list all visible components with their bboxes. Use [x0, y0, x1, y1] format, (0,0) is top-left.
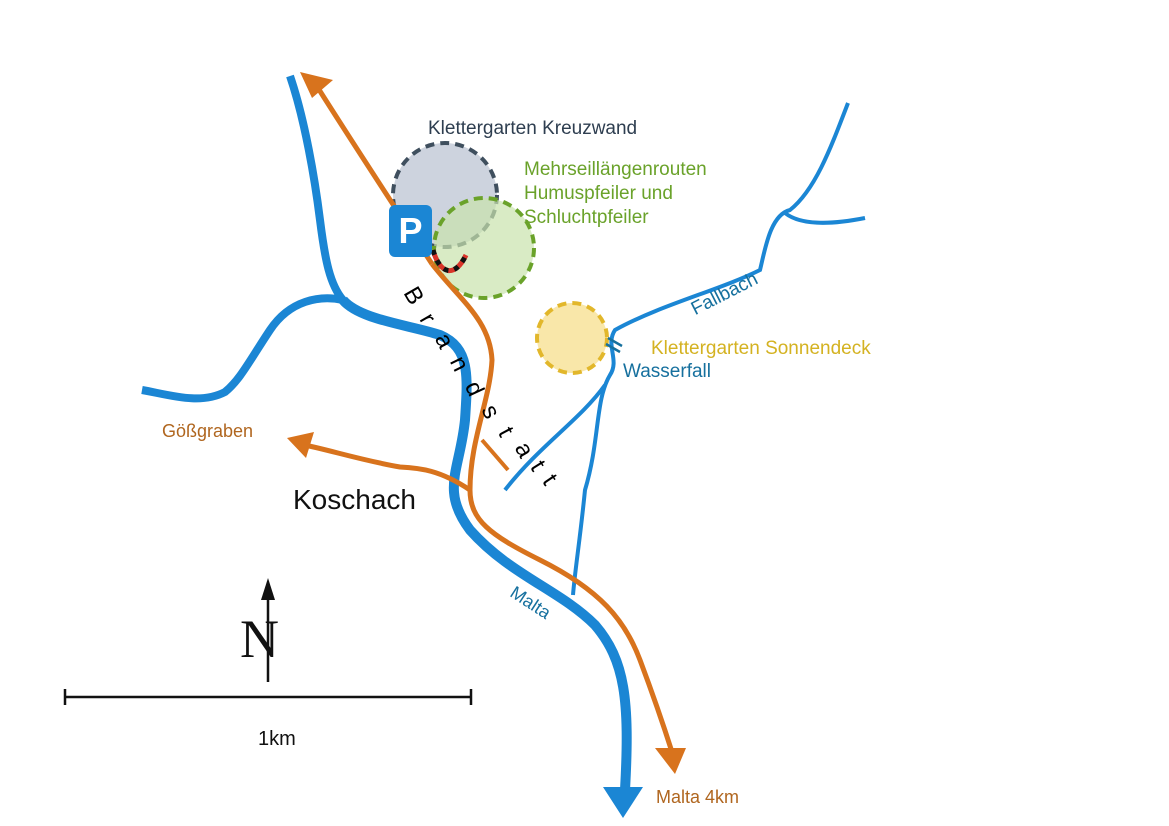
- mehrseil-label: Mehrseillängenrouten Humuspfeiler und Sc…: [524, 158, 707, 230]
- road-main: [430, 262, 675, 753]
- goessgraben-label: Gößgraben: [162, 421, 254, 441]
- mehrseil-label-line2: Humuspfeiler und: [524, 183, 673, 204]
- stream-fallbach-branch: [783, 211, 866, 225]
- kreuzwand-label: Klettergarten Kreuzwand: [428, 118, 638, 139]
- river-malta: [339, 296, 632, 791]
- mehrseil-label-line1: Mehrseillängenrouten: [524, 159, 707, 180]
- river-west-branch: [141, 74, 354, 403]
- scale-label: 1km: [258, 728, 296, 750]
- stream-side: [503, 383, 607, 492]
- village-label: Koschach: [293, 484, 416, 515]
- stream-fallbach: [571, 102, 850, 596]
- access-path-dash: [430, 249, 469, 274]
- river-malta-arrowhead: [603, 787, 643, 818]
- north-arrowhead: [261, 578, 275, 600]
- road-north-arrowhead: [300, 72, 333, 98]
- waterfall-label: Wasserfall: [623, 361, 711, 382]
- parking-icon[interactable]: P: [389, 205, 432, 257]
- mehrseil-label-line3: Schluchtpfeiler: [524, 207, 649, 228]
- sonnendeck-area[interactable]: [535, 301, 609, 375]
- scale-bar: [63, 689, 473, 705]
- mehrseil-area[interactable]: [432, 196, 536, 300]
- road-spur: [480, 438, 510, 472]
- waterfall-icon: [605, 336, 623, 354]
- road-malta-arrowhead: [655, 748, 686, 774]
- road-goessgraben-arrowhead: [287, 432, 314, 458]
- road-goessgraben: [299, 441, 472, 493]
- sonnendeck-label: Klettergarten Sonnendeck: [651, 338, 871, 359]
- compass-label: N: [240, 609, 279, 669]
- malta-road-label: Malta 4km: [656, 787, 740, 807]
